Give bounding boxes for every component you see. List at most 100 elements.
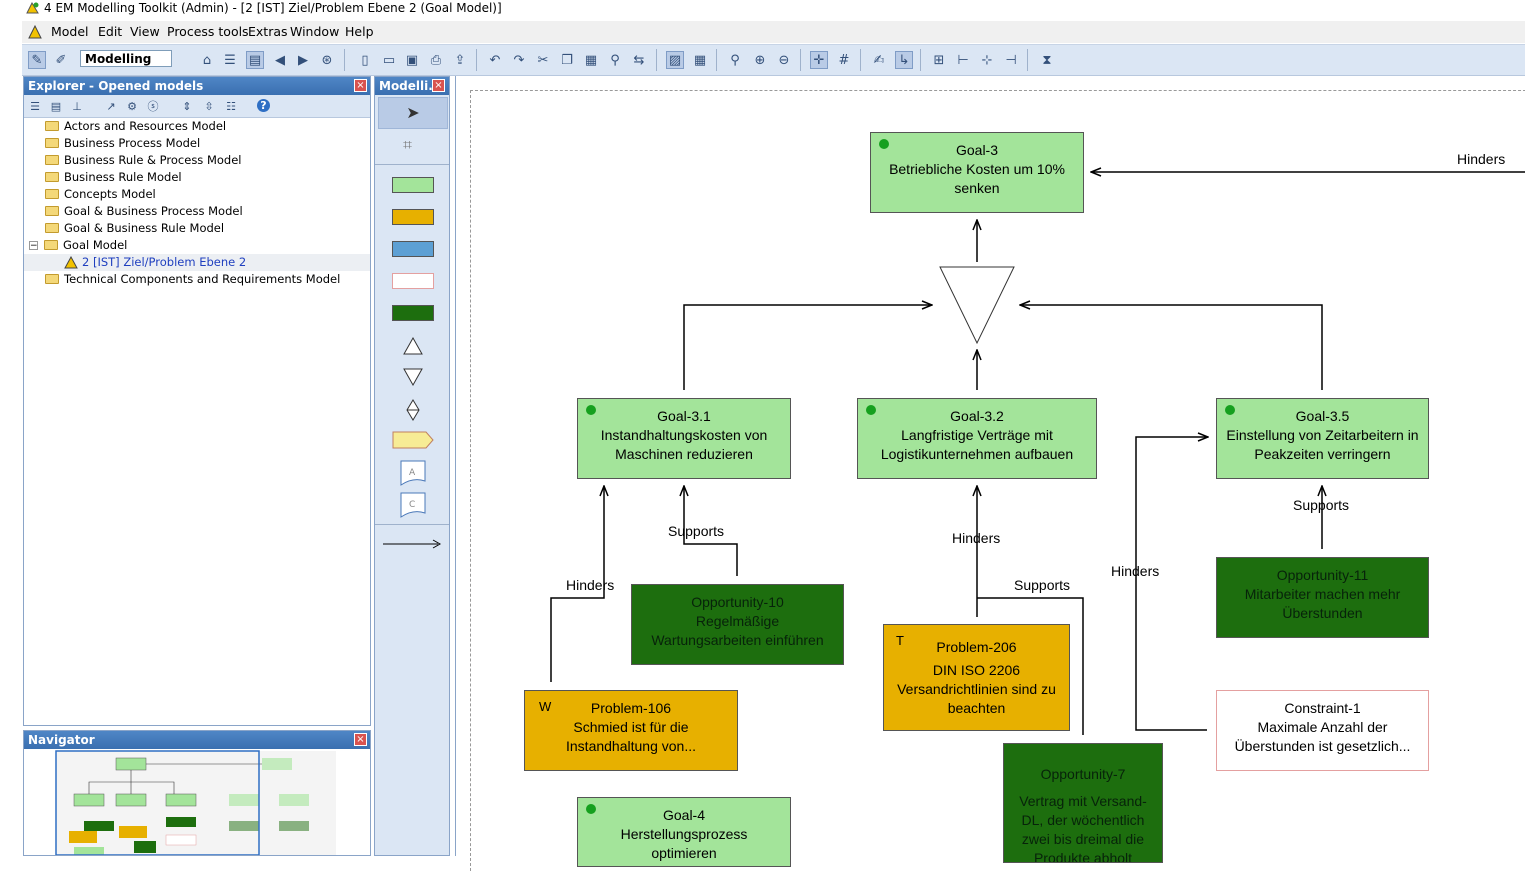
open-folder-icon[interactable]: ▭ — [382, 52, 396, 68]
database-icon[interactable]: ☰ — [224, 52, 236, 68]
close-icon[interactable]: × — [432, 79, 445, 92]
zoom-out-icon[interactable]: ⊖ — [778, 52, 790, 68]
diamond-icon[interactable] — [405, 399, 421, 421]
align-right-icon[interactable]: ⊣ — [1005, 52, 1017, 68]
mode-selector[interactable]: Modelling — [80, 50, 172, 67]
align-center-icon[interactable]: ⊹ — [981, 52, 993, 68]
script-icon[interactable]: ⓢ — [147, 100, 159, 113]
goal-node[interactable]: Goal-4 Herstellungsprozess optimieren — [577, 797, 791, 867]
database-icon[interactable]: ☰ — [30, 99, 40, 113]
goal-node[interactable]: Goal-3.5 Einstellung von Zeitarbeitern i… — [1216, 398, 1429, 479]
edit-mode-icon[interactable]: ✎ — [28, 51, 46, 69]
palette-goal-tool[interactable] — [392, 177, 434, 193]
filter-icon[interactable]: ⧗ — [1042, 52, 1052, 68]
tree-item[interactable]: Business Rule & Process Model — [45, 152, 242, 169]
problem-node[interactable]: T Problem-206 DIN ISO 2206 Versandrichtl… — [883, 624, 1070, 731]
tools-icon[interactable]: ⚙ — [127, 99, 137, 113]
zoom-icon[interactable]: ⚲ — [730, 52, 740, 68]
image-icon[interactable]: ▨ — [666, 51, 684, 69]
folder-icon — [45, 171, 59, 182]
collapse-icon[interactable]: − — [29, 241, 38, 251]
find-icon[interactable]: ⚲ — [610, 52, 620, 68]
menu-extras[interactable]: Extras — [248, 24, 288, 39]
tree-item[interactable]: Concepts Model — [45, 186, 156, 203]
relation-label: Supports — [1293, 497, 1350, 513]
menu-help[interactable]: Help — [345, 24, 374, 39]
paste-icon[interactable]: ▦ — [584, 52, 598, 68]
document-a-icon[interactable]: A — [400, 460, 426, 486]
menu-model[interactable]: Model — [51, 24, 89, 39]
palette-opportunity-tool[interactable] — [392, 305, 434, 321]
cut-icon[interactable]: ✂ — [537, 52, 549, 68]
pen-icon[interactable]: ✐ — [55, 52, 67, 68]
tree-item[interactable]: Goal & Business Rule Model — [45, 220, 224, 237]
align-icon[interactable]: ⊞ — [933, 52, 945, 68]
tree-item-goal-model[interactable]: −Goal Model — [29, 238, 128, 252]
replace-icon[interactable]: ⇆ — [633, 52, 645, 68]
document-c-icon[interactable]: C — [400, 492, 426, 518]
undo-icon[interactable]: ↶ — [489, 52, 501, 68]
folder-open-icon — [44, 239, 58, 250]
tree-item[interactable]: Technical Components and Requirements Mo… — [45, 271, 340, 288]
constraint-node[interactable]: Constraint-1 Maximale Anzahl der Überstu… — [1216, 690, 1429, 771]
tree-item-selected-model[interactable]: 2 [IST] Ziel/Problem Ebene 2 — [24, 254, 370, 271]
tree-item[interactable]: Business Rule Model — [45, 169, 182, 186]
expand-icon[interactable]: ⇕ — [182, 99, 192, 113]
highlight-icon[interactable]: ✍ — [873, 52, 885, 68]
goal-node[interactable]: Goal-3 Betriebliche Kosten um 10% senken — [870, 132, 1084, 213]
palette-constraint-tool[interactable] — [392, 273, 434, 289]
relation-label: Supports — [668, 523, 725, 539]
model-menu-icon[interactable] — [28, 25, 42, 39]
connector-icon[interactable]: ↳ — [895, 51, 913, 69]
window-icon[interactable]: ▤ — [246, 51, 264, 69]
goal-node[interactable]: Goal-3.1 Instandhaltungskosten von Masch… — [577, 398, 791, 479]
goal-node[interactable]: Goal-3.2 Langfristige Verträge mit Logis… — [857, 398, 1097, 479]
navigate-icon[interactable]: ⊛ — [321, 52, 333, 68]
opportunity-node[interactable]: Opportunity-10 Regelmäßige Wartungsarbei… — [631, 584, 844, 665]
problem-node[interactable]: W Problem-106 Schmied ist für die Instan… — [524, 690, 738, 771]
tree-item[interactable]: Business Process Model — [45, 135, 200, 152]
align-left-icon[interactable]: ⊢ — [957, 52, 969, 68]
close-icon[interactable]: × — [354, 79, 367, 92]
menu-window[interactable]: Window — [290, 24, 340, 39]
print-icon[interactable]: ⎙ — [430, 52, 442, 68]
chart-icon[interactable]: ↗ — [106, 99, 116, 113]
tree-item[interactable]: Actors and Resources Model — [45, 118, 226, 135]
navigator-title: Navigator — [24, 731, 370, 749]
palette-problem-tool[interactable] — [392, 209, 434, 225]
relation-arrow-tool[interactable] — [383, 539, 443, 549]
opportunity-node[interactable]: Opportunity-7 Vertrag mit Versand-DL, de… — [1003, 743, 1163, 863]
palette-cause-tool[interactable] — [392, 241, 434, 257]
help-icon[interactable]: ? — [257, 99, 270, 112]
pointer-tool[interactable]: ➤ — [378, 97, 448, 129]
back-icon[interactable]: ◀ — [275, 52, 285, 68]
menu-view[interactable]: View — [130, 24, 160, 39]
window-icon[interactable]: ▤ — [50, 99, 62, 113]
comment-tool-icon[interactable] — [392, 431, 434, 449]
copy-icon[interactable]: ❐ — [561, 52, 573, 68]
navigator-thumbnail[interactable] — [54, 749, 339, 855]
crosshair-icon[interactable]: ✛ — [810, 51, 828, 69]
grid-icon[interactable]: # — [838, 52, 850, 68]
home-icon[interactable]: ⌂ — [202, 52, 212, 68]
sort-icon[interactable]: ☷ — [226, 99, 236, 113]
opportunity-node[interactable]: Opportunity-11 Mitarbeiter machen mehr Ü… — [1216, 557, 1429, 638]
menu-process-tools[interactable]: Process tools — [167, 24, 249, 39]
save-icon[interactable]: ▣ — [405, 52, 419, 68]
crop-tool-icon[interactable]: ⌗ — [403, 135, 413, 154]
status-dot-icon — [879, 139, 889, 149]
forward-icon[interactable]: ▶ — [298, 52, 308, 68]
or-triangle-icon[interactable] — [403, 368, 423, 386]
export-icon[interactable]: ⇪ — [454, 52, 466, 68]
new-file-icon[interactable]: ▯ — [361, 52, 369, 68]
folder-icon — [45, 154, 59, 165]
zoom-in-icon[interactable]: ⊕ — [754, 52, 766, 68]
table-icon[interactable]: ▦ — [693, 52, 707, 68]
collapse-icon[interactable]: ⇳ — [204, 99, 214, 113]
redo-icon[interactable]: ↷ — [513, 52, 525, 68]
and-triangle-icon[interactable] — [403, 337, 423, 355]
hierarchy-icon[interactable]: ⊥ — [72, 99, 82, 113]
menu-edit[interactable]: Edit — [98, 24, 123, 39]
tree-item[interactable]: Goal & Business Process Model — [45, 203, 243, 220]
close-icon[interactable]: × — [354, 733, 367, 746]
